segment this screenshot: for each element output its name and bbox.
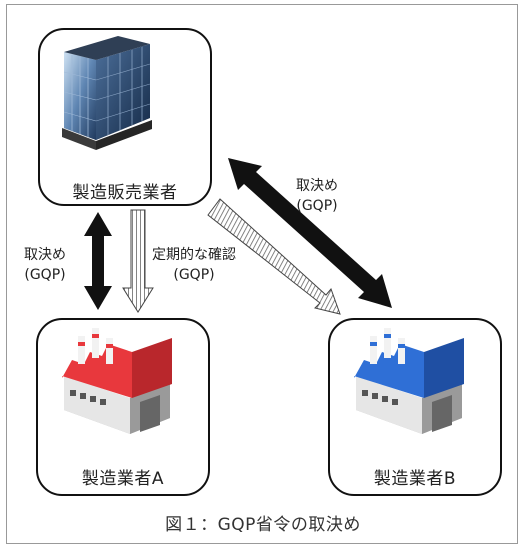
agreement-label-b: 取決め (GQP): [296, 176, 338, 216]
seller-label: 製造販売業者: [72, 183, 178, 203]
agreement-arrow-b: [228, 158, 392, 308]
factory-icon: [354, 328, 464, 434]
agreement-label-a-line2: (GQP): [24, 267, 66, 283]
factory-icon: [62, 328, 172, 434]
periodic-check-arrow-a: [122, 209, 154, 313]
agreement-label-a: 取決め (GQP): [24, 245, 66, 285]
agreement-label-b-line2: (GQP): [296, 198, 338, 214]
figure-caption: 図１：GQP省令の取決め: [165, 515, 361, 535]
periodic-check-label-line2: (GQP): [173, 267, 215, 283]
agreement-arrow-a: [84, 212, 112, 310]
periodic-check-arrow-b: [207, 198, 341, 315]
periodic-check-label: 定期的な確認 (GQP): [152, 245, 236, 285]
agreement-label-a-line1: 取決め: [24, 247, 66, 263]
manufacturer-a-label: 製造業者A: [81, 469, 165, 489]
periodic-check-label-line1: 定期的な確認: [152, 247, 236, 263]
agreement-label-b-line1: 取決め: [296, 178, 338, 194]
manufacturer-b-label: 製造業者B: [373, 469, 457, 489]
office-building-icon: [62, 36, 152, 150]
